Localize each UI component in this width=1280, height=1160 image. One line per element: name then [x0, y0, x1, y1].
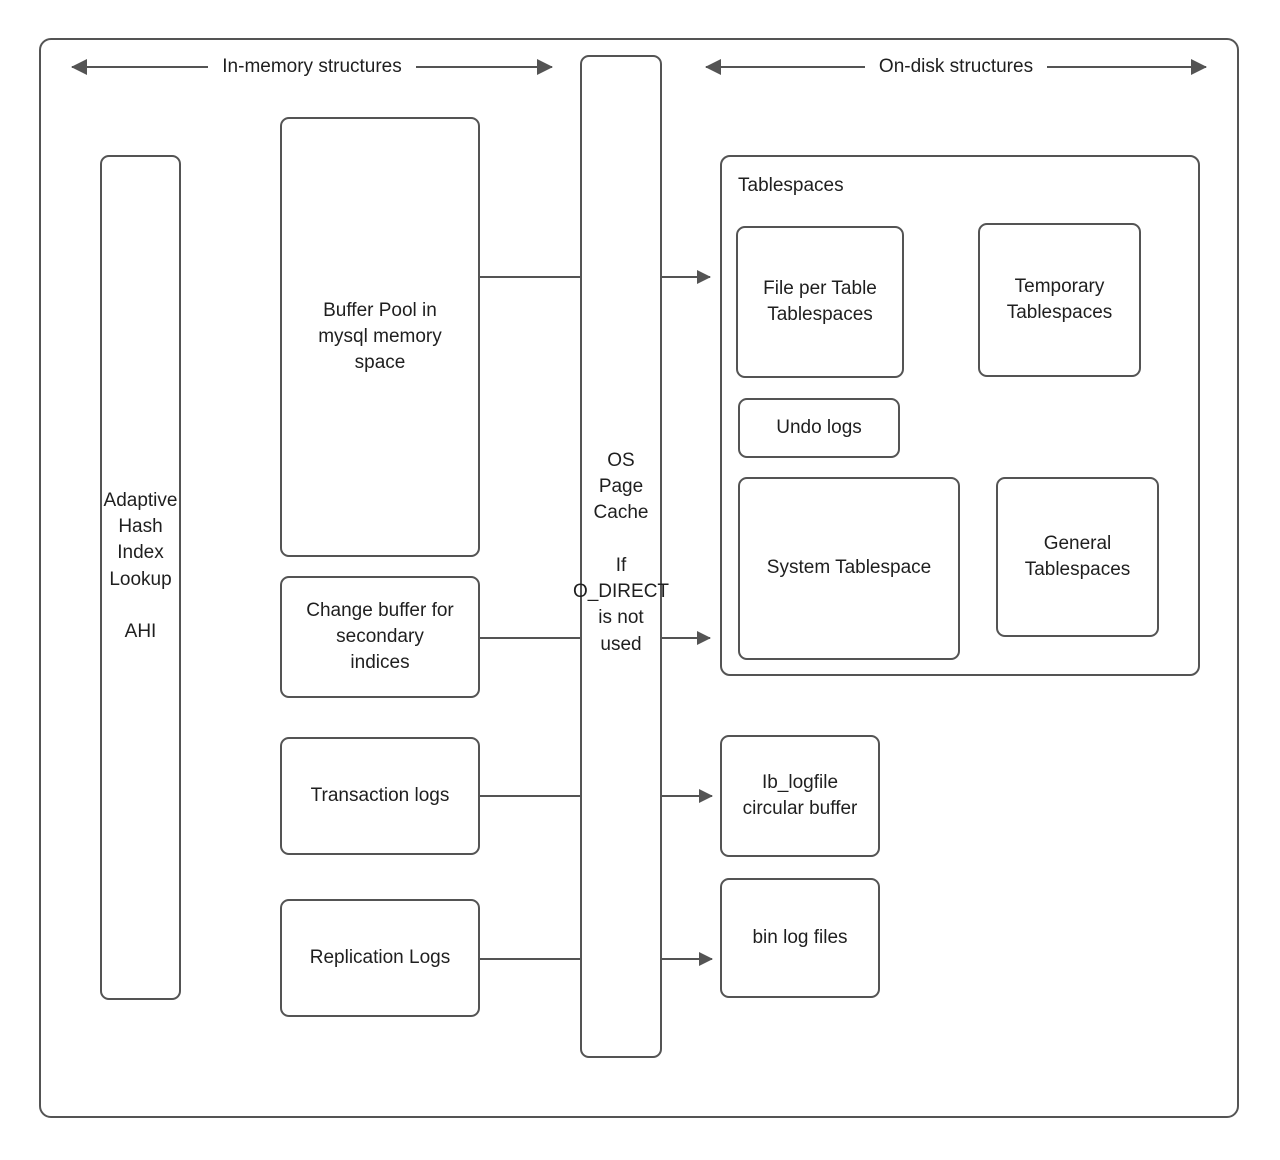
axis-on-disk-structures: On-disk structures [706, 56, 1206, 78]
system-tablespace-box[interactable]: System Tablespace [738, 477, 960, 660]
adaptive-hash-index-box[interactable] [100, 155, 181, 1000]
diagram-outer-frame [39, 38, 1239, 1118]
general-tablespaces-box[interactable]: General Tablespaces [996, 477, 1159, 637]
axis-on-disk-label: On-disk structures [878, 56, 1034, 77]
os-page-cache-label: OS Page Cache If O_DIRECT is not used [572, 450, 670, 655]
buffer-pool-box[interactable]: Buffer Pool in mysql memory space [280, 117, 480, 557]
os-page-cache-box[interactable] [580, 55, 662, 1058]
file-per-table-tablespaces-box[interactable]: File per Table Tablespaces [736, 226, 904, 378]
axis-in-memory-label: In-memory structures [222, 56, 402, 77]
change-buffer-box[interactable]: Change buffer for secondary indices [280, 576, 480, 698]
adaptive-hash-index-label: Adaptive Hash Index Lookup AHI [103, 490, 178, 643]
undo-logs-box[interactable]: Undo logs [738, 398, 900, 458]
ib-logfile-circular-buffer-box[interactable]: Ib_logfile circular buffer [720, 735, 880, 857]
tablespaces-group-label: Tablespaces [738, 175, 844, 196]
axis-in-memory-structures: In-memory structures [72, 56, 553, 78]
bin-log-files-box[interactable]: bin log files [720, 878, 880, 998]
arrow-right-icon [1047, 66, 1206, 68]
transaction-logs-box[interactable]: Transaction logs [280, 737, 480, 855]
temporary-tablespaces-box[interactable]: Temporary Tablespaces [978, 223, 1141, 377]
arrow-left-icon [706, 66, 865, 68]
replication-logs-box[interactable]: Replication Logs [280, 899, 480, 1017]
arrow-left-icon [72, 66, 209, 68]
arrow-right-icon [415, 66, 553, 68]
